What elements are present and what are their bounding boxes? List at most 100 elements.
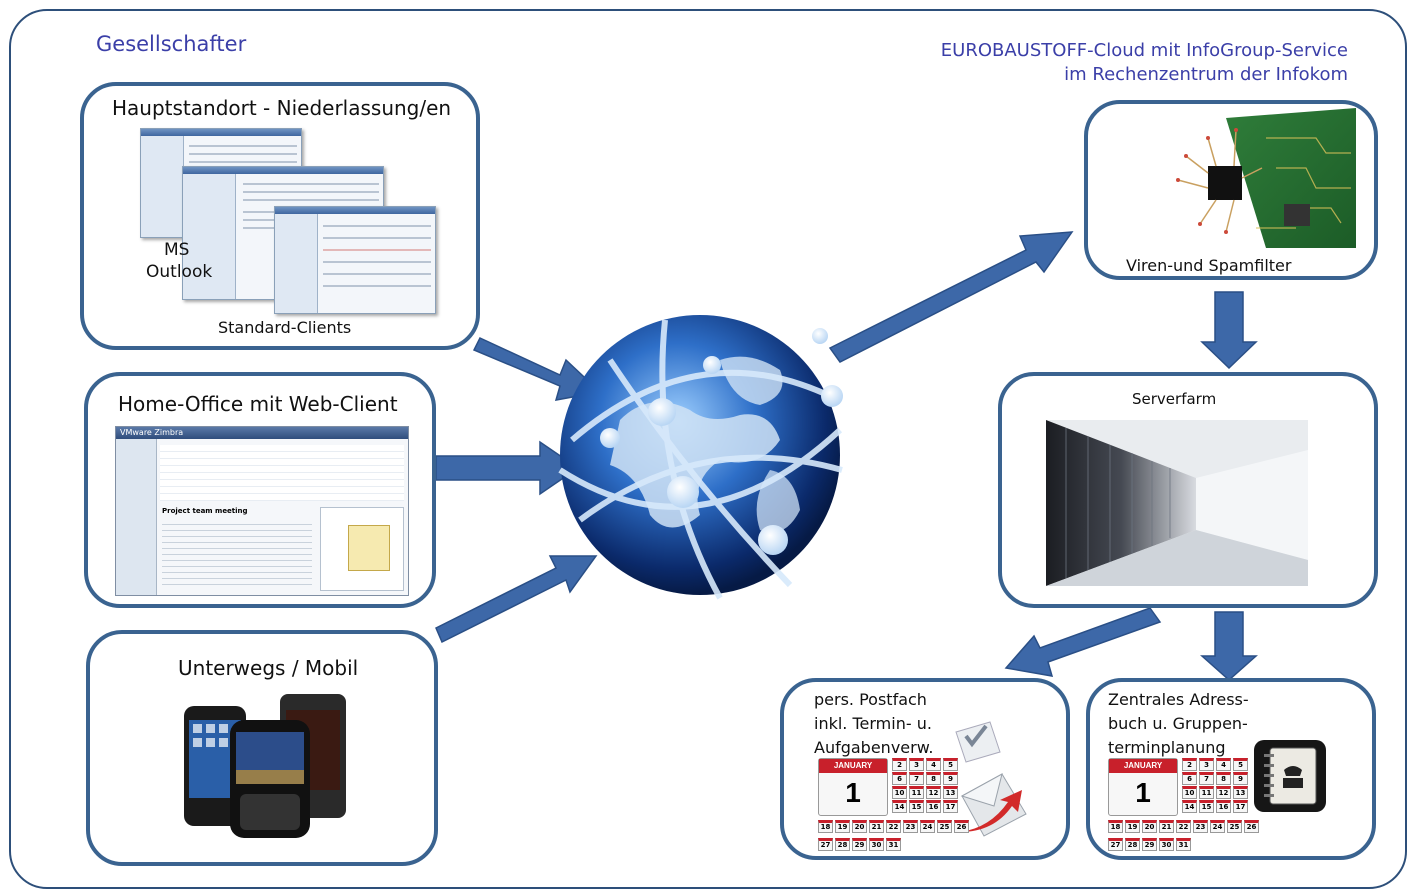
- arrow-filter-to-serverfarm: [1200, 291, 1258, 370]
- calendar-big-page: JANUARY 1: [818, 758, 888, 816]
- calendar-small-day: 8: [926, 772, 941, 785]
- arrow-homeoffice-to-globe: [435, 440, 580, 496]
- mobile-box: Unterwegs / Mobil: [86, 630, 438, 866]
- checklist-icon: [955, 721, 1001, 763]
- chip-circuit-icon: [1176, 108, 1356, 248]
- calendar-month-2: JANUARY: [1109, 759, 1177, 773]
- calendar-big-page-2: JANUARY 1: [1108, 758, 1178, 816]
- addressbook-line3: terminplanung: [1108, 738, 1226, 757]
- calendar-small-day: 25: [1227, 820, 1242, 833]
- calendar-small-day: 20: [1142, 820, 1157, 833]
- standard-clients-caption: Standard-Clients: [218, 318, 352, 337]
- arrow-mobile-to-globe: [435, 555, 598, 644]
- calendar-small-day: 22: [1176, 820, 1191, 833]
- home-office-box: Home-Office mit Web-Client VMware Zimbra…: [84, 372, 436, 608]
- home-office-title: Home-Office mit Web-Client: [118, 392, 398, 416]
- gesellschafter-title: Gesellschafter: [96, 32, 247, 56]
- calendar-small-day: 15: [909, 800, 924, 813]
- calendar-small-day: 6: [1182, 772, 1197, 785]
- arrow-serverfarm-to-addressbook: [1200, 611, 1258, 682]
- arrow-globe-to-filter: [828, 231, 1074, 363]
- phonebook-icon: [1254, 740, 1326, 812]
- calendar-small-day: 24: [920, 820, 935, 833]
- outlook-label-ms: MS: [164, 240, 190, 260]
- calendar-small-day: 10: [892, 786, 907, 799]
- calendar-small-day: 10: [1182, 786, 1197, 799]
- calendar-small-day: 12: [1216, 786, 1231, 799]
- calendar-small-day: 13: [1233, 786, 1248, 799]
- calendar-small-day: 7: [909, 772, 924, 785]
- calendar-small-day: 11: [1199, 786, 1214, 799]
- calendar-day-2: 1: [1135, 777, 1151, 808]
- calendar-small-day: 27: [818, 838, 833, 851]
- calendar-small-day: 5: [943, 758, 958, 771]
- calendar-small-day: 16: [926, 800, 941, 813]
- mail-envelope-icon: [960, 773, 1027, 837]
- calendar-small-day: 22: [886, 820, 901, 833]
- calendar-small-day: 31: [886, 838, 901, 851]
- zimbra-mail-subject: Project team meeting: [162, 507, 248, 515]
- addressbook-line1: Zentrales Adress-: [1108, 690, 1249, 709]
- server-racks-icon: [1046, 420, 1308, 586]
- calendar-small-day: 29: [852, 838, 867, 851]
- calendar-small-day: 24: [1210, 820, 1225, 833]
- zimbra-screenshot: VMware Zimbra Project team meeting: [115, 426, 409, 596]
- mailbox-line3: Aufgabenverw.: [814, 738, 934, 757]
- calendar-small-day: 21: [869, 820, 884, 833]
- calendar-small-day: 31: [1176, 838, 1191, 851]
- filter-caption: Viren-und Spamfilter: [1126, 256, 1292, 275]
- calendar-small-day: 6: [892, 772, 907, 785]
- calendar-small-day: 26: [954, 820, 969, 833]
- calendar-small-day: 4: [926, 758, 941, 771]
- calendar-small-day: 19: [1125, 820, 1140, 833]
- calendar-small-day: 18: [1108, 820, 1123, 833]
- addressbook-line2: buch u. Gruppen-: [1108, 714, 1248, 733]
- calendar-small-day: 27: [1108, 838, 1123, 851]
- calendar-small-day: 23: [903, 820, 918, 833]
- mailbox-line2: inkl. Termin- u.: [814, 714, 932, 733]
- globe-icon: [558, 315, 843, 600]
- cloud-title-line1: EUROBAUSTOFF-Cloud mit InfoGroup-Service: [940, 40, 1348, 61]
- calendar-month: JANUARY: [819, 759, 887, 773]
- calendar-small-day: 19: [835, 820, 850, 833]
- headquarters-box: Hauptstandort - Niederlassung/en MS Outl…: [80, 82, 480, 350]
- calendar-small-day: 9: [943, 772, 958, 785]
- serverfarm-box: Serverfarm: [998, 372, 1378, 608]
- outlook-window-3: [274, 206, 436, 314]
- calendar-small-day: 8: [1216, 772, 1231, 785]
- headquarters-title: Hauptstandort - Niederlassung/en: [112, 96, 452, 120]
- calendar-small-day: 2: [1182, 758, 1197, 771]
- calendar-small-day: 20: [852, 820, 867, 833]
- calendar-small-day: 28: [1125, 838, 1140, 851]
- calendar-small-day: 18: [818, 820, 833, 833]
- calendar-day: 1: [845, 777, 861, 808]
- calendar-small-day: 9: [1233, 772, 1248, 785]
- zimbra-title: VMware Zimbra: [116, 427, 408, 439]
- mailbox-box: pers. Postfach inkl. Termin- u. Aufgaben…: [780, 678, 1070, 860]
- calendar-small-day: 14: [892, 800, 907, 813]
- addressbook-box: Zentrales Adress- buch u. Gruppen- termi…: [1086, 678, 1376, 860]
- calendar-small-day: 13: [943, 786, 958, 799]
- calendar-small-day: 2: [892, 758, 907, 771]
- calendar-small-day: 30: [869, 838, 884, 851]
- calendar-small-day: 14: [1182, 800, 1197, 813]
- calendar-small-day: 17: [1233, 800, 1248, 813]
- calendar-small-day: 5: [1233, 758, 1248, 771]
- calendar-small-day: 29: [1142, 838, 1157, 851]
- outlook-label-outlook: Outlook: [146, 262, 213, 282]
- calendar-small-day: 26: [1244, 820, 1259, 833]
- calendar-small-day: 28: [835, 838, 850, 851]
- serverfarm-title: Serverfarm: [1132, 390, 1217, 408]
- mobile-devices-icon: [184, 694, 346, 838]
- calendar-small-day: 4: [1216, 758, 1231, 771]
- calendar-small-day: 17: [943, 800, 958, 813]
- calendar-small-day: 30: [1159, 838, 1174, 851]
- calendar-small-day: 21: [1159, 820, 1174, 833]
- calendar-small-day: 23: [1193, 820, 1208, 833]
- arrow-serverfarm-to-mailbox: [1004, 607, 1162, 677]
- calendar-small-day: 15: [1199, 800, 1214, 813]
